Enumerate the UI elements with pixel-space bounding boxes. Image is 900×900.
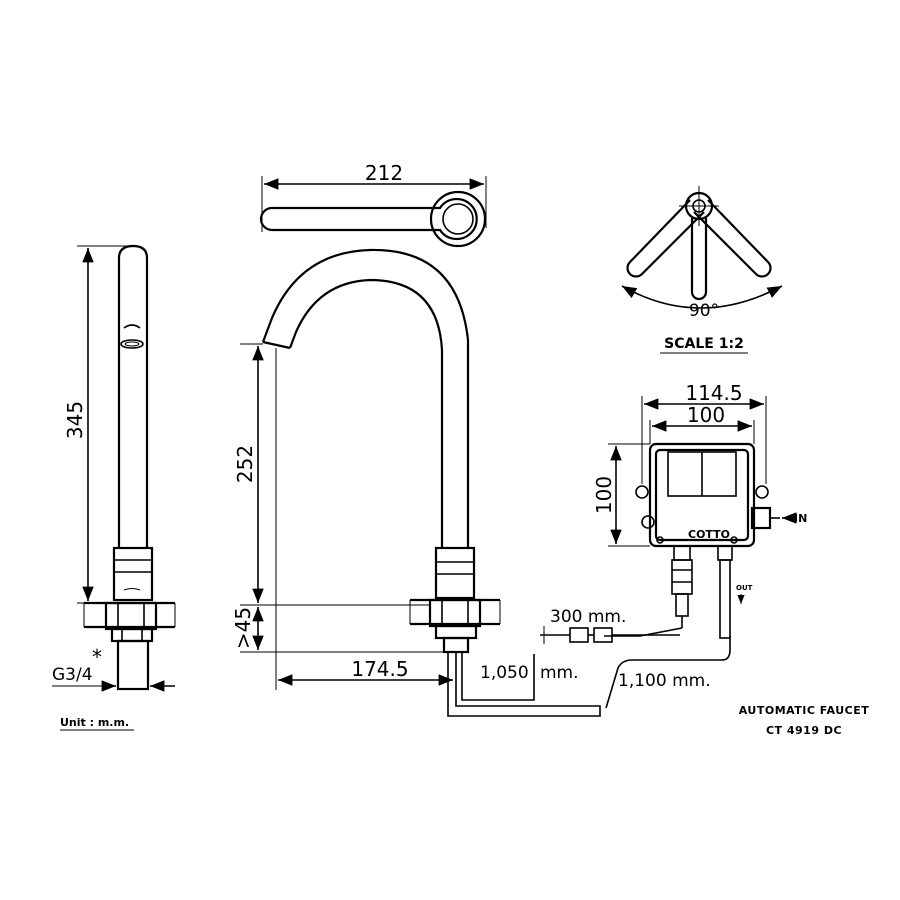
width-114-5-label: 114.5: [685, 381, 742, 405]
height-252-label: 252: [233, 445, 257, 483]
unit-label: Unit : m.m.: [60, 716, 129, 729]
reach-174-5-label: 174.5: [351, 657, 408, 681]
deck-45-label: >45: [231, 607, 255, 649]
cable-1050-label: 1,050: [480, 663, 529, 683]
brand-label: COTTO: [688, 528, 730, 541]
title-line-1: AUTOMATIC FAUCET: [739, 704, 870, 717]
length-212-label: 212: [365, 161, 403, 185]
height-345-label: 345: [63, 401, 87, 439]
title-block: AUTOMATIC FAUCET CT 4919 DC: [739, 704, 870, 737]
cable-1100-label: 1,100 mm.: [618, 671, 711, 691]
cable-1050-unit: mm.: [540, 663, 579, 683]
in-label: IN: [794, 512, 807, 525]
side-view: 212 252 >45 174.5 1,: [231, 161, 731, 717]
height-100-label: 100: [592, 476, 616, 514]
front-view: 345 G3/4 * Unit : m.m.: [52, 244, 176, 731]
angle-90-label: 90°: [689, 301, 719, 321]
scale-label: SCALE 1:2: [664, 336, 744, 352]
sensor-cable-300-label: 300 mm.: [550, 607, 626, 627]
control-box: IN COTTO 114.5 100 100 300 mm.: [540, 381, 807, 644]
thread-asterisk: *: [92, 645, 102, 669]
out-label: OUT: [736, 584, 753, 592]
title-line-2: CT 4919 DC: [766, 724, 842, 737]
swivel-view: 90° SCALE 1:2: [621, 186, 783, 354]
thread-g34-label: G3/4: [52, 665, 93, 685]
width-100-label: 100: [687, 403, 725, 427]
